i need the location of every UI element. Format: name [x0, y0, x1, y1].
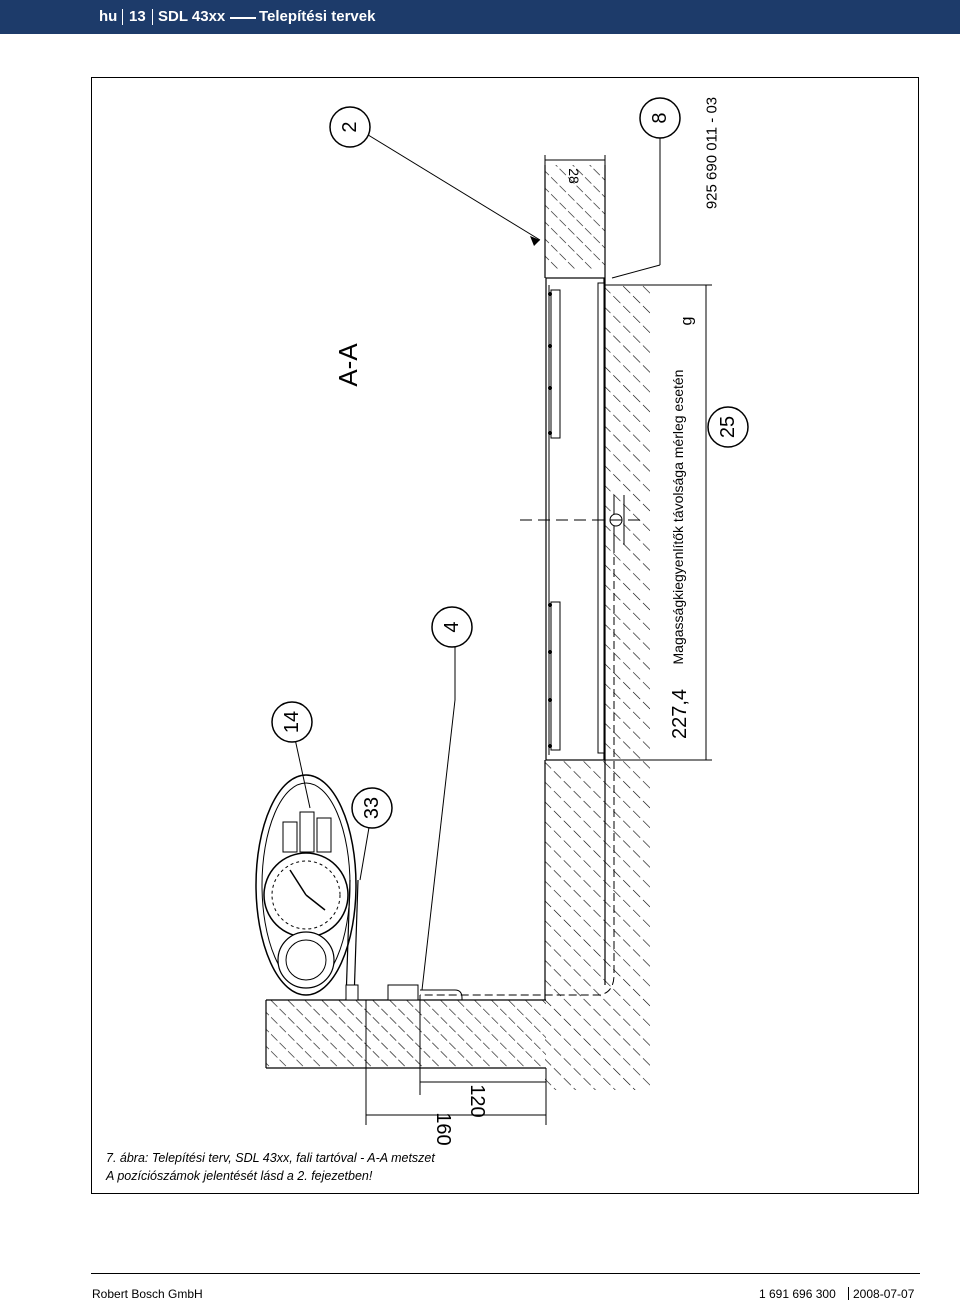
callout-8-label: 8 [649, 112, 671, 123]
header-product: SDL 43xx [158, 8, 226, 25]
callout-8 [639, 97, 681, 139]
header-dash [230, 17, 256, 19]
callout-2 [329, 106, 371, 148]
callout-25-label: 25 [717, 416, 739, 438]
dimension-227-4: 227,4 [669, 689, 691, 739]
header-separator [122, 9, 123, 25]
callout-25 [707, 406, 749, 448]
header-section-title: Telepítési tervek [259, 8, 376, 25]
footer-company: Robert Bosch GmbH [92, 1287, 203, 1301]
header-lang: hu [99, 8, 118, 25]
footer-separator [848, 1287, 849, 1300]
callout-2-label: 2 [339, 121, 361, 132]
height-compensator-note: Magasságkiegyenlítők távolsága mérleg es… [670, 370, 686, 665]
dimension-g: g [679, 317, 696, 326]
wall-section [544, 165, 650, 1090]
figure-caption-line1: 7. ábra: Telepítési terv, SDL 43xx, fali… [106, 1151, 435, 1165]
callout-33-label: 33 [361, 797, 383, 819]
callout-33 [351, 787, 393, 829]
callout-14 [271, 701, 313, 743]
dimension-28: 28 [566, 168, 582, 184]
scale-platform [520, 277, 640, 761]
cable-route [420, 545, 615, 996]
floor-section [265, 999, 546, 1069]
wall-bracket-indicator [255, 774, 463, 1001]
callout-4-label: 4 [441, 621, 463, 632]
dimension-lines [365, 155, 712, 1125]
document-number: 925 690 011 - 03 [704, 97, 721, 209]
page-header: hu 13 SDL 43xx Telepítési tervek [0, 0, 960, 34]
dimension-160: 160 [432, 1112, 454, 1145]
footer-document-id: 1 691 696 300 [759, 1287, 836, 1301]
callout-14-label: 14 [281, 711, 303, 733]
callout-4 [431, 606, 473, 648]
figure-caption-line2: A pozíciószámok jelentését lásd a 2. fej… [106, 1169, 373, 1183]
dimension-120: 120 [466, 1084, 488, 1117]
header-page-number: 13 [129, 8, 146, 25]
drawing-labels: 2 8 25 4 14 33 A-A 925 690 011 - 03 Maga… [281, 97, 739, 1146]
drawing-frame [91, 77, 919, 1194]
header-separator [152, 9, 153, 25]
footer-rule [91, 1273, 920, 1274]
section-label: A-A [333, 343, 363, 387]
footer-date: 2008-07-07 [853, 1287, 915, 1301]
callout-circles [271, 97, 749, 829]
